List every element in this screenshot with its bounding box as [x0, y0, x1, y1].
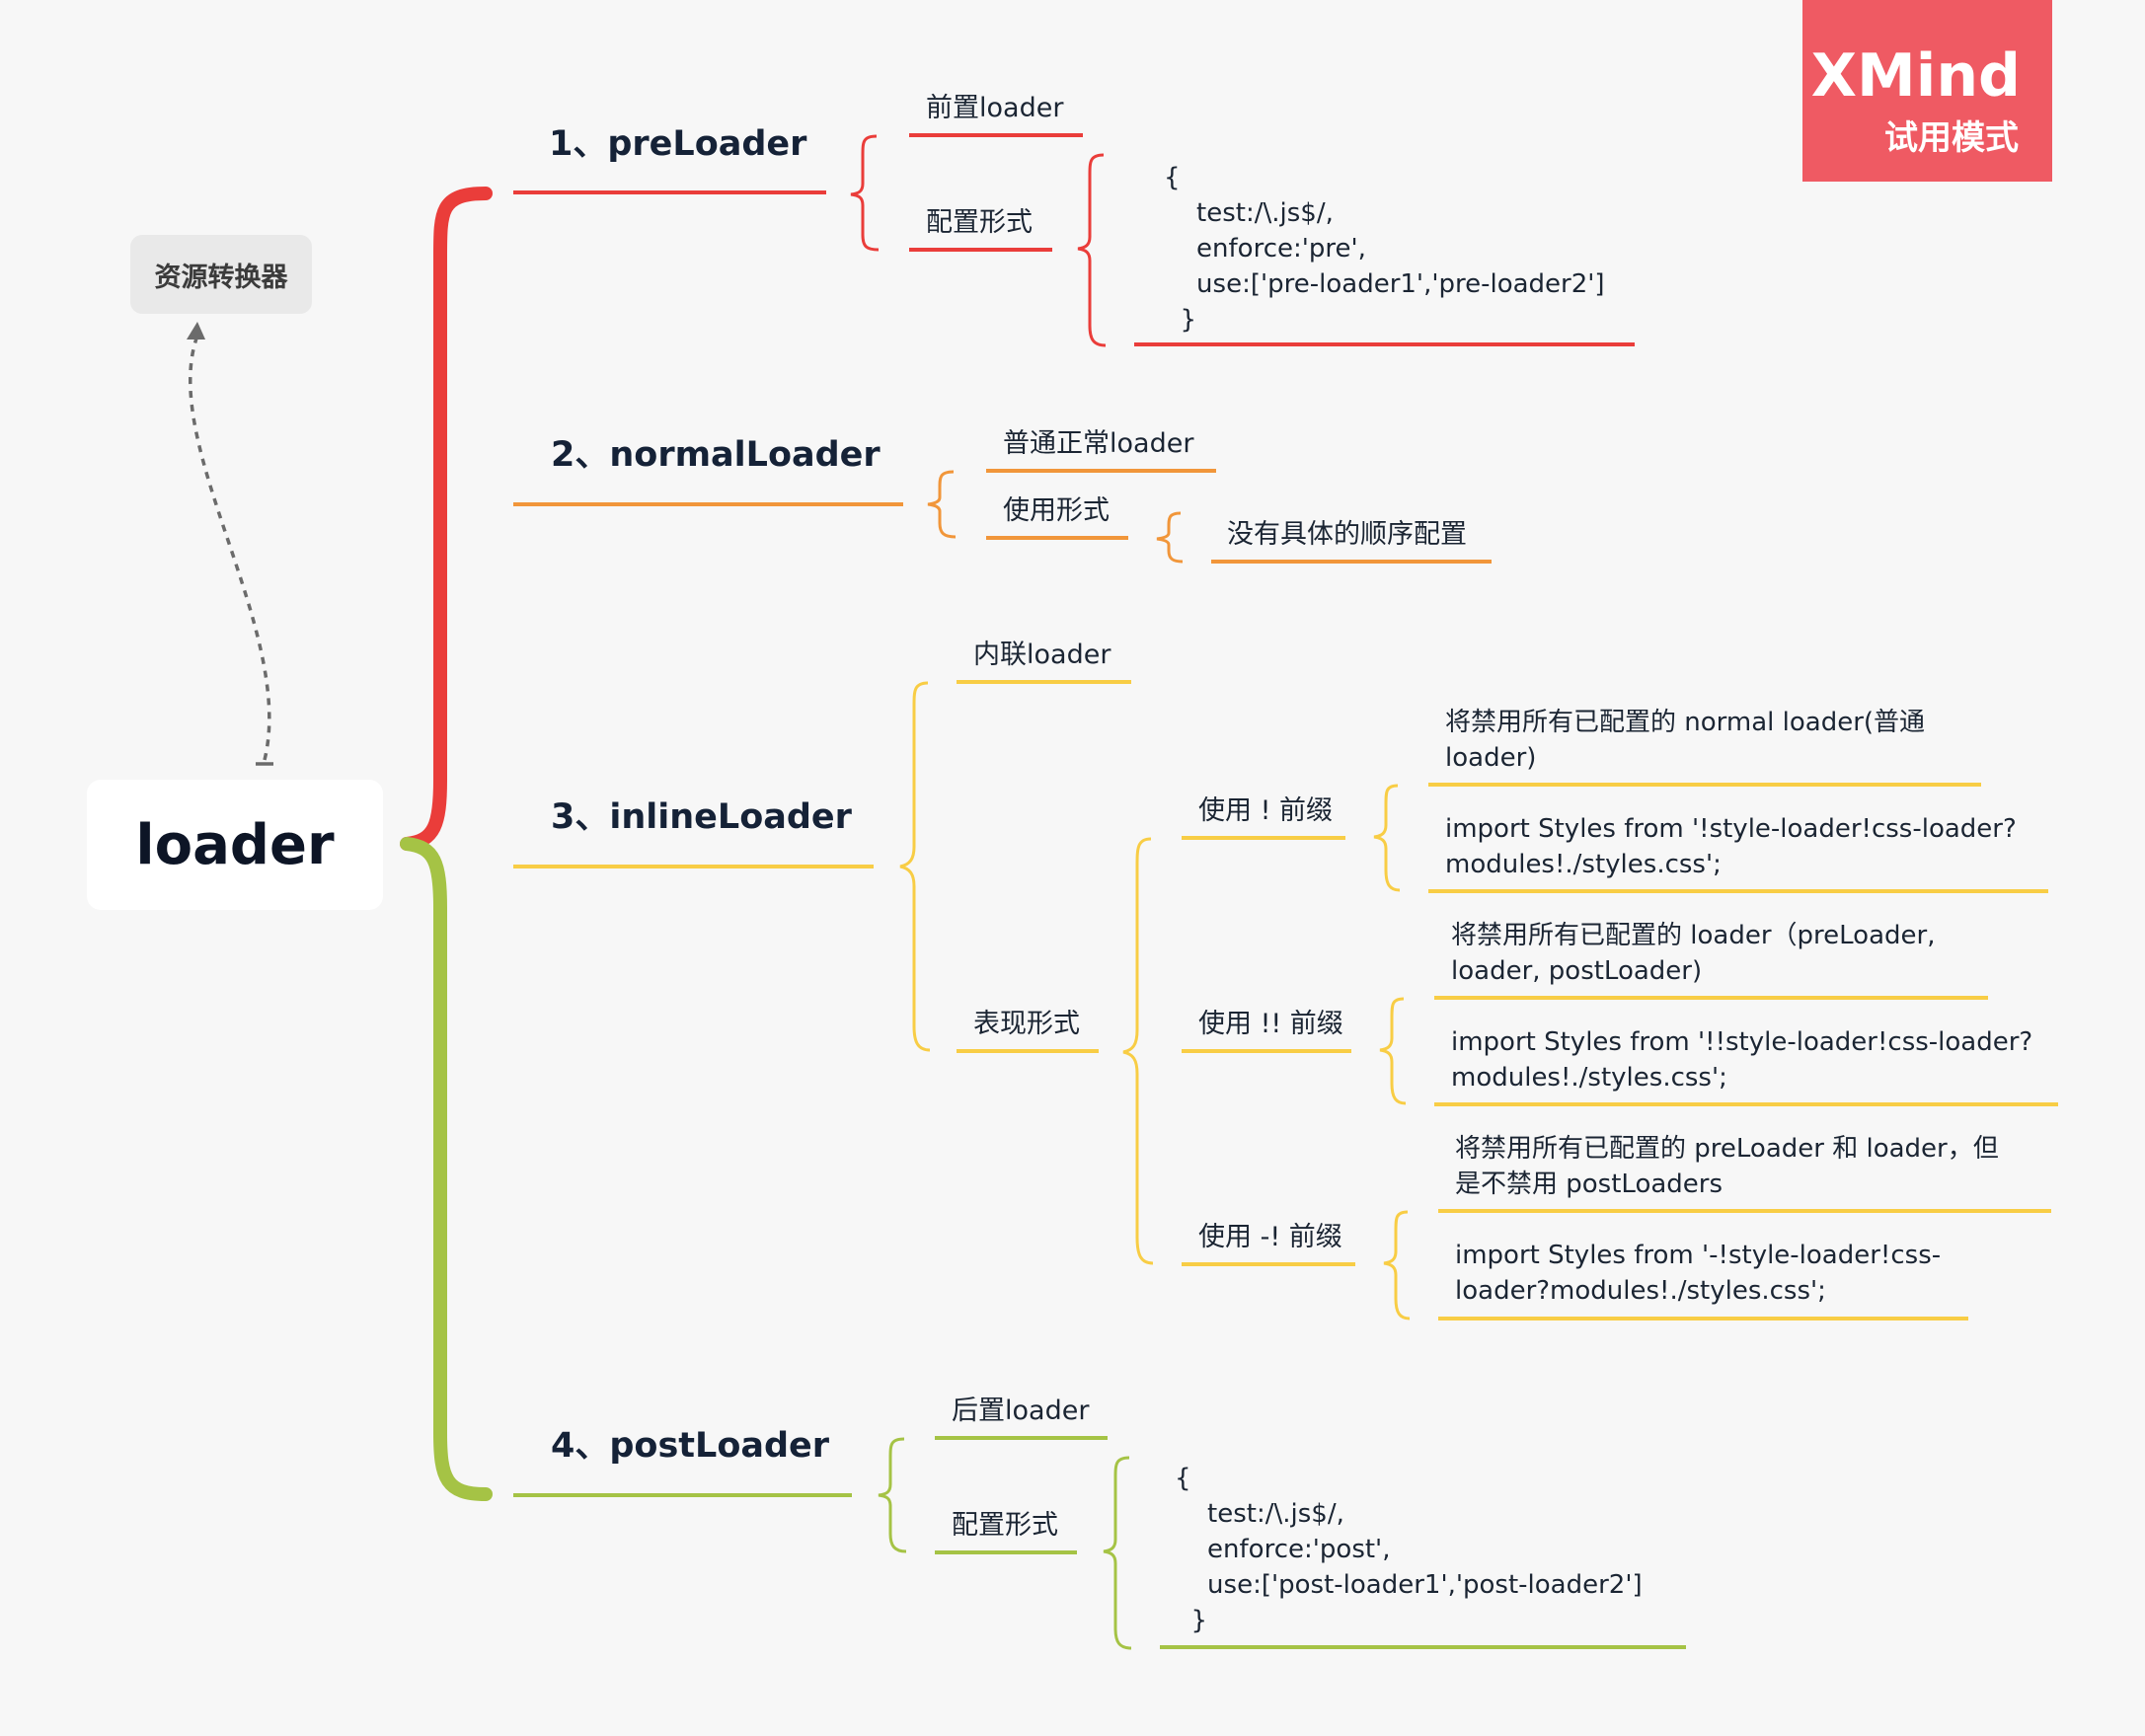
prefix-topic[interactable]: 使用 ! 前缀 — [1198, 795, 1333, 826]
subtopic[interactable]: 配置形式 — [926, 207, 1033, 238]
branch-title[interactable]: 4、postLoader — [551, 1426, 830, 1466]
subtopic[interactable]: 前置loader — [926, 93, 1064, 123]
brace-prefixes — [1122, 837, 1154, 1265]
prefix-code: modules!./styles.css'; — [1445, 850, 1722, 879]
prefix-desc: 将禁用所有已配置的 normal loader(普通 — [1445, 708, 1926, 737]
brand-title: XMind — [1810, 41, 2021, 111]
brace-inlineloader — [899, 681, 931, 1052]
prefix-code: import Styles from '-!style-loader!css- — [1455, 1241, 1942, 1270]
prefix-desc: loader, postLoader) — [1451, 956, 1703, 986]
branch-title[interactable]: 2、normalLoader — [551, 435, 881, 475]
code-line: } — [1164, 305, 1197, 335]
code-line: { — [1175, 1464, 1191, 1493]
prefix-desc: 是不禁用 postLoaders — [1455, 1170, 1724, 1199]
main-brace-upper — [400, 187, 493, 851]
code-line: { — [1164, 163, 1181, 192]
main-brace-lower — [400, 837, 493, 1501]
central-topic-label: loader — [135, 812, 335, 877]
brace-prefix3-detail — [1383, 1210, 1411, 1321]
brace-post-detail — [1103, 1456, 1132, 1650]
brace-preloader — [850, 134, 880, 252]
code-line: } — [1175, 1606, 1208, 1635]
prefix-desc: 将禁用所有已配置的 preLoader 和 loader，但 — [1455, 1134, 1999, 1164]
floating-topic[interactable]: 资源转换器 — [130, 235, 312, 314]
subtopic[interactable]: 普通正常loader — [1003, 428, 1194, 459]
brace-postloader — [878, 1437, 907, 1553]
code-line: test:/\.js$/, — [1164, 198, 1334, 228]
subtopic[interactable]: 后置loader — [952, 1396, 1090, 1426]
brand-subtitle: 试用模式 — [1884, 118, 2019, 158]
subtopic[interactable]: 内联loader — [973, 640, 1111, 670]
prefix-desc: 将禁用所有已配置的 loader（preLoader, — [1451, 921, 1936, 950]
prefix-topic[interactable]: 使用 !! 前缀 — [1198, 1009, 1343, 1039]
code-line: use:['post-loader1','post-loader2'] — [1175, 1570, 1643, 1600]
prefix-code: modules!./styles.css'; — [1451, 1063, 1727, 1093]
detail-text: 没有具体的顺序配置 — [1227, 519, 1467, 550]
subtopic[interactable]: 配置形式 — [952, 1510, 1058, 1541]
code-line: use:['pre-loader1','pre-loader2'] — [1164, 269, 1605, 299]
brace-pre-detail — [1077, 153, 1107, 347]
brace-normal-detail — [1156, 511, 1184, 564]
arrow-head — [187, 322, 205, 340]
trial-badge: XMind 试用模式 — [1802, 0, 2052, 182]
code-line: test:/\.js$/, — [1175, 1499, 1344, 1529]
prefix-code: import Styles from '!style-loader!css-lo… — [1445, 814, 2017, 844]
relationship-connector — [189, 335, 271, 761]
brace-prefix1-detail — [1373, 784, 1401, 892]
subtopic[interactable]: 使用形式 — [1003, 495, 1110, 526]
floating-topic-label: 资源转换器 — [154, 262, 288, 293]
branch-title[interactable]: 3、inlineLoader — [551, 797, 852, 837]
branch-title[interactable]: 1、preLoader — [549, 124, 807, 164]
prefix-code: import Styles from '!!style-loader!css-l… — [1451, 1027, 2033, 1057]
prefix-code: loader?modules!./styles.css'; — [1455, 1276, 1826, 1306]
central-topic[interactable]: loader — [87, 780, 383, 910]
brace-prefix2-detail — [1379, 997, 1407, 1105]
prefix-desc: loader) — [1445, 743, 1537, 773]
code-line: enforce:'pre', — [1164, 234, 1366, 264]
brace-normalloader — [927, 470, 957, 539]
code-line: enforce:'post', — [1175, 1535, 1391, 1564]
prefix-topic[interactable]: 使用 -! 前缀 — [1198, 1222, 1342, 1252]
subtopic[interactable]: 表现形式 — [973, 1009, 1080, 1039]
